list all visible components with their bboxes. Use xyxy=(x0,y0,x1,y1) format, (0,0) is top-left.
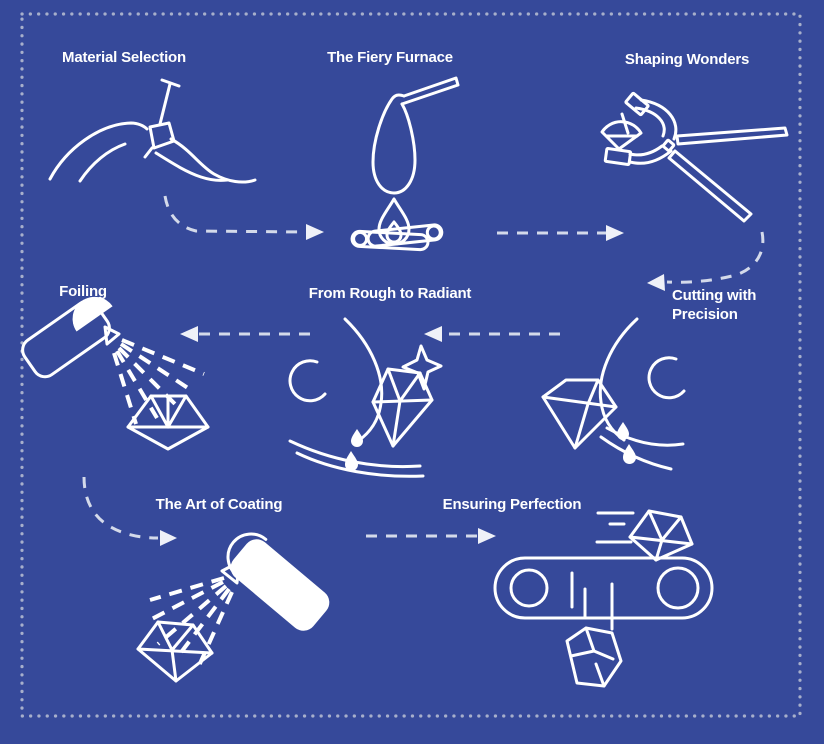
diamond xyxy=(136,620,214,683)
log-left xyxy=(350,229,430,252)
roller xyxy=(509,568,549,608)
water-drop xyxy=(351,429,363,447)
water-drop xyxy=(345,451,358,471)
dotted-border xyxy=(20,12,802,718)
water-drop xyxy=(623,444,636,465)
nozzle xyxy=(220,560,241,585)
step-label-art-of-coating: The Art of Coating xyxy=(155,496,283,513)
can-cap xyxy=(72,296,113,332)
nozzle xyxy=(103,325,121,346)
flow-arrow-furnace-to-shaping xyxy=(497,225,624,241)
flow-arrow-shaping-to-cutting xyxy=(647,231,765,291)
lower-jaw xyxy=(628,149,673,165)
step-label-foiling: Foiling xyxy=(59,283,107,300)
molten-glass-drop xyxy=(371,93,417,195)
step-label-ensuring-perfection: Ensuring Perfection xyxy=(442,496,582,513)
log-right xyxy=(366,223,444,248)
step-label-shaping-wonders: Shaping Wonders xyxy=(624,51,750,68)
passed-diamond xyxy=(628,509,694,562)
cutting-wheel-diamond-icon xyxy=(541,317,686,471)
spray-can-diamond-icon xyxy=(21,296,210,451)
flow-arrow-rough-to-foiling xyxy=(180,326,310,342)
lower-handle xyxy=(667,149,753,223)
diamond xyxy=(541,378,618,450)
coating-spray-can-diamond-icon xyxy=(136,532,330,683)
diamond xyxy=(371,367,434,448)
wheel-arc xyxy=(598,317,639,442)
water-drop xyxy=(617,422,629,440)
step-label-material-selection: Material Selection xyxy=(62,49,186,66)
pickaxe-handle xyxy=(158,82,172,126)
step-label-fiery-furnace: The Fiery Furnace xyxy=(327,49,453,66)
sparkle-star xyxy=(401,344,443,391)
pickaxe-head xyxy=(148,121,176,150)
upper-jaw xyxy=(639,98,678,141)
tongs-holding-gem-icon xyxy=(600,91,789,223)
flow-arrow-coating-to-ensuring xyxy=(366,528,496,544)
diamond xyxy=(126,394,210,451)
conveyor-belt-inspection-icon xyxy=(493,509,714,688)
upper-handle xyxy=(675,126,789,146)
polishing-wheel-sparkling-diamond-icon xyxy=(288,317,443,478)
blowpipe xyxy=(400,76,460,106)
can-body xyxy=(21,299,111,379)
pivot xyxy=(661,138,676,153)
ore-mound-pickaxe-icon xyxy=(48,78,257,184)
conveyor-belt xyxy=(493,556,714,620)
roller xyxy=(656,566,700,610)
wheel-arc xyxy=(343,317,384,443)
can-body xyxy=(230,539,330,631)
flow-arrow-cutting-to-rough xyxy=(424,326,560,342)
rejected-rough-stone xyxy=(565,626,623,688)
flow-arrow-material-to-furnace xyxy=(163,195,324,240)
step-label-cutting-precision: Cutting with Precision xyxy=(672,287,757,323)
flow-arrow-foiling-to-coating xyxy=(82,476,177,546)
blowpipe-molten-glass-fire-icon xyxy=(350,76,460,252)
wheel-highlight xyxy=(647,356,686,400)
step-label-rough-to-radiant: From Rough to Radiant xyxy=(308,285,472,302)
wheel-highlight xyxy=(288,359,327,403)
